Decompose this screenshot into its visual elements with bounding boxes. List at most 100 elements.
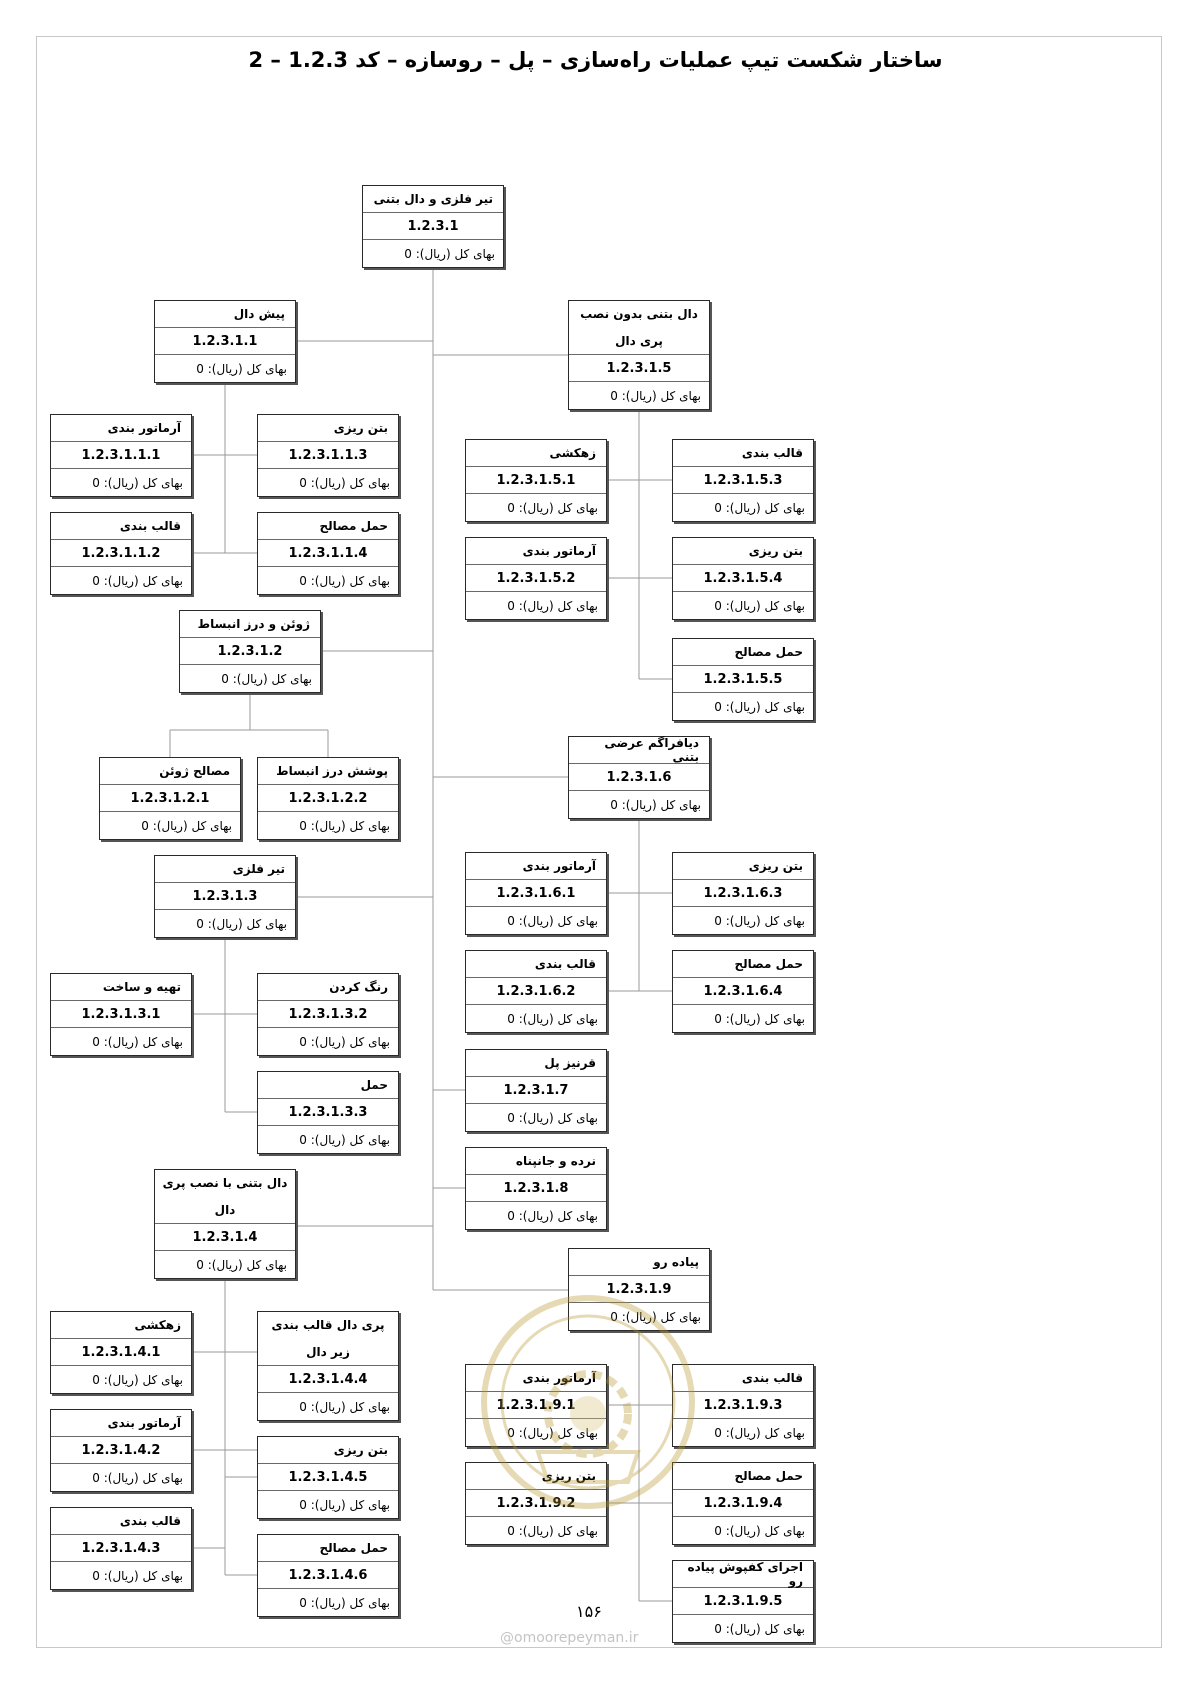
node-title: آرماتور بندی	[51, 1410, 191, 1437]
node-title: قرنیز پل	[466, 1050, 606, 1077]
node-title: آرماتور بندی	[466, 1365, 606, 1392]
node-title: حمل	[258, 1072, 398, 1099]
node-code: 1.2.3.1.9.3	[673, 1392, 813, 1419]
node-title: رنگ کردن	[258, 974, 398, 1001]
node-title: حمل مصالح	[673, 1463, 813, 1490]
node-title: دیافراگم عرضی بتنی	[569, 736, 709, 764]
node-code: 1.2.3.1.1.1	[51, 442, 191, 469]
node-cost: بهای کل (ریال): 0	[714, 699, 805, 714]
node-cost: بهای کل (ریال): 0	[507, 598, 598, 613]
node-code: 1.2.3.1.8	[466, 1175, 606, 1202]
node-code: 1.2.3.1.5.1	[466, 467, 606, 494]
node-title: قالب بندی	[673, 440, 813, 467]
node-code: 1.2.3.1.1.3	[258, 442, 398, 469]
node-code: 1.2.3.1.9.2	[466, 1490, 606, 1517]
node-code: 1.2.3.1.5.3	[673, 467, 813, 494]
node-title: حمل مصالح	[258, 1535, 398, 1562]
node-cost: بهای کل (ریال): 0	[714, 1621, 805, 1636]
node-cost: بهای کل (ریال): 0	[141, 818, 232, 833]
node-cost: بهای کل (ریال): 0	[507, 1425, 598, 1440]
node-cost: بهای کل (ریال): 0	[92, 1034, 183, 1049]
node-cost: بهای کل (ریال): 0	[92, 573, 183, 588]
node-cost: بهای کل (ریال): 0	[507, 1523, 598, 1538]
node-title: زهکشی	[51, 1312, 191, 1339]
node-cost: بهای کل (ریال): 0	[507, 913, 598, 928]
node-title: قالب بندی	[51, 1508, 191, 1535]
node-code: 1.2.3.1.4	[155, 1224, 295, 1251]
node-title: پیاده رو	[569, 1249, 709, 1276]
node-code: 1.2.3.1.1.2	[51, 540, 191, 567]
node-code: 1.2.3.1.6.4	[673, 978, 813, 1005]
node-title: زهکشی	[466, 440, 606, 467]
node-cost: بهای کل (ریال): 0	[714, 1011, 805, 1026]
node-cost: بهای کل (ریال): 0	[610, 797, 701, 812]
node-cost: بهای کل (ریال): 0	[404, 246, 495, 261]
node-cost: بهای کل (ریال): 0	[714, 913, 805, 928]
node-code: 1.2.3.1.2	[180, 638, 320, 665]
node-code: 1.2.3.1.5.2	[466, 565, 606, 592]
node-code: 1.2.3.1.6.1	[466, 880, 606, 907]
node-code: 1.2.3.1.4.3	[51, 1535, 191, 1562]
node-cost: بهای کل (ریال): 0	[299, 1497, 390, 1512]
node-cost: بهای کل (ریال): 0	[299, 818, 390, 833]
node-title: آرماتور بندی	[51, 415, 191, 442]
node-title: بتن ریزی	[466, 1463, 606, 1490]
page-number: ۱۵۶	[576, 1602, 602, 1621]
node-cost: بهای کل (ریال): 0	[714, 1523, 805, 1538]
node-cost: بهای کل (ریال): 0	[610, 1309, 701, 1324]
node-cost: بهای کل (ریال): 0	[610, 388, 701, 403]
node-code: 1.2.3.1.3	[155, 883, 295, 910]
node-code: 1.2.3.1.9.4	[673, 1490, 813, 1517]
node-code: 1.2.3.1	[363, 213, 503, 240]
node-title: آرماتور بندی	[466, 853, 606, 880]
node-cost: بهای کل (ریال): 0	[299, 1399, 390, 1414]
node-code: 1.2.3.1.1	[155, 328, 295, 355]
node-title: حمل مصالح	[258, 513, 398, 540]
node-code: 1.2.3.1.4.4	[258, 1366, 398, 1393]
node-title: قالب بندی	[673, 1365, 813, 1392]
node-code: 1.2.3.1.2.2	[258, 785, 398, 812]
node-cost: بهای کل (ریال): 0	[714, 598, 805, 613]
node-code: 1.2.3.1.9.1	[466, 1392, 606, 1419]
node-code: 1.2.3.1.4.6	[258, 1562, 398, 1589]
node-title: نرده و جانپناه	[466, 1148, 606, 1175]
node-cost: بهای کل (ریال): 0	[507, 500, 598, 515]
node-title: تیر فلزی و دال بتنی	[363, 186, 503, 213]
node-cost: بهای کل (ریال): 0	[196, 361, 287, 376]
node-code: 1.2.3.1.4.2	[51, 1437, 191, 1464]
node-code: 1.2.3.1.6.2	[466, 978, 606, 1005]
node-title: بتن ریزی	[258, 415, 398, 442]
node-cost: بهای کل (ریال): 0	[92, 475, 183, 490]
node-code: 1.2.3.1.5.4	[673, 565, 813, 592]
node-code: 1.2.3.1.6	[569, 764, 709, 791]
node-code: 1.2.3.1.7	[466, 1077, 606, 1104]
node-cost: بهای کل (ریال): 0	[299, 1034, 390, 1049]
